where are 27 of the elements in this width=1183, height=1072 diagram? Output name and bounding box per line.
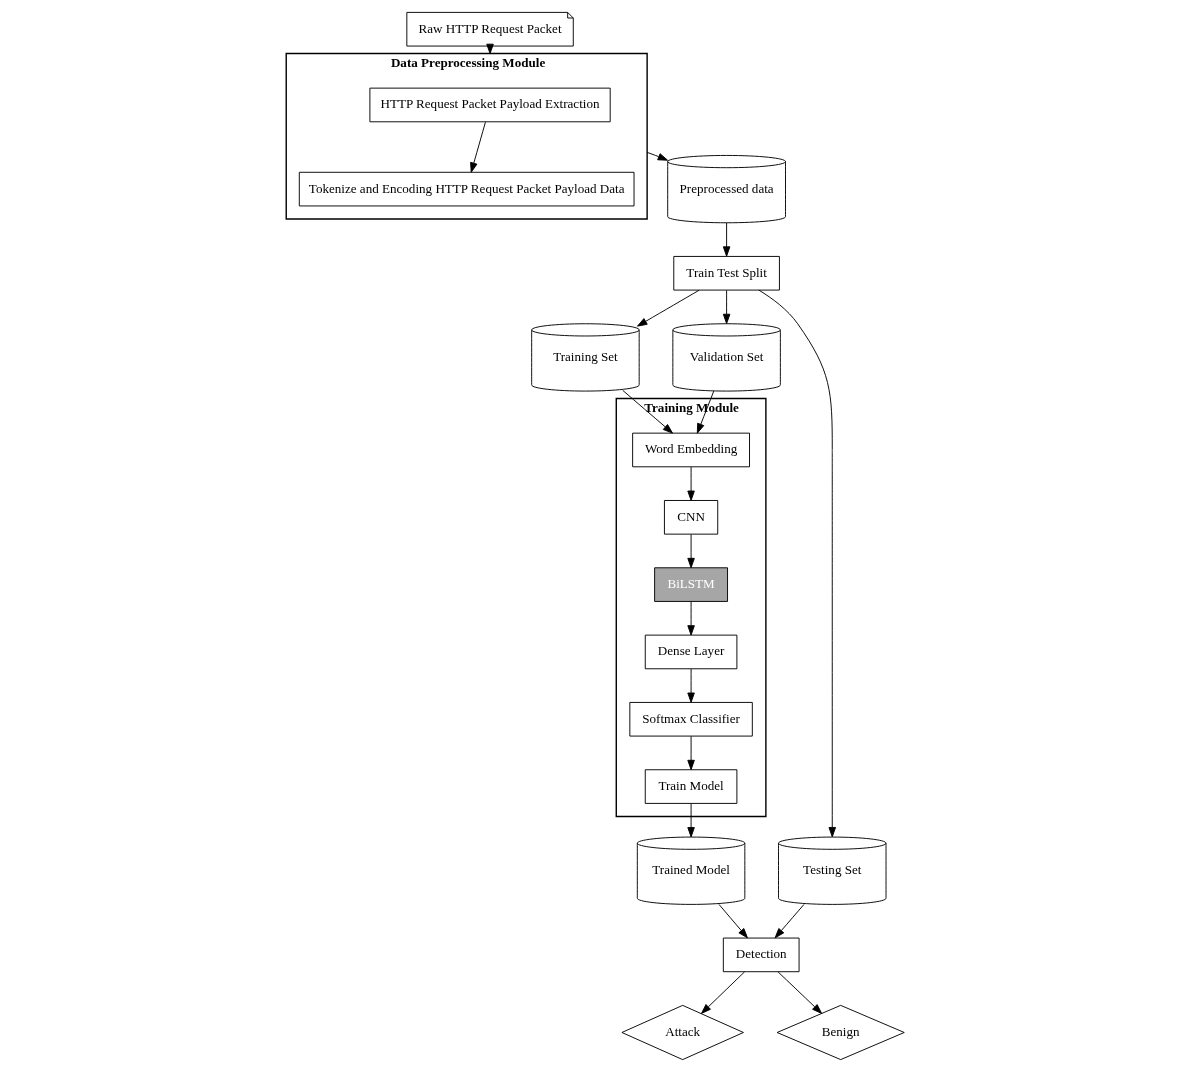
node-box: Detection xyxy=(722,937,800,973)
node-box: HTTP Request Packet Payload Extraction xyxy=(369,87,611,123)
arrow xyxy=(687,668,695,703)
arrow xyxy=(687,466,695,501)
node-box: Train Test Split xyxy=(673,255,780,291)
arrow xyxy=(646,151,668,161)
arrow xyxy=(637,289,700,327)
node-box: Dense Layer xyxy=(644,634,738,670)
arrow xyxy=(777,971,823,1014)
arrow xyxy=(687,533,695,569)
arrow xyxy=(722,290,731,325)
arrow xyxy=(687,803,695,838)
node-box: CNN xyxy=(663,500,719,535)
node-box: Softmax Classifier xyxy=(629,701,753,737)
node-box: Train Model xyxy=(644,769,738,804)
arrow xyxy=(470,121,486,173)
node-box: BiLSTM xyxy=(654,567,728,602)
node-box: Word Embedding xyxy=(632,432,750,468)
arrow xyxy=(622,389,673,434)
arrow xyxy=(718,903,748,939)
arrow xyxy=(701,971,745,1014)
node-box: Tokenize and Encoding HTTP Request Packet Payload Data xyxy=(298,171,635,207)
arrow xyxy=(722,222,731,257)
arrow xyxy=(758,289,836,838)
arrow xyxy=(774,903,805,939)
arrow xyxy=(687,735,695,771)
arrow xyxy=(687,601,695,636)
